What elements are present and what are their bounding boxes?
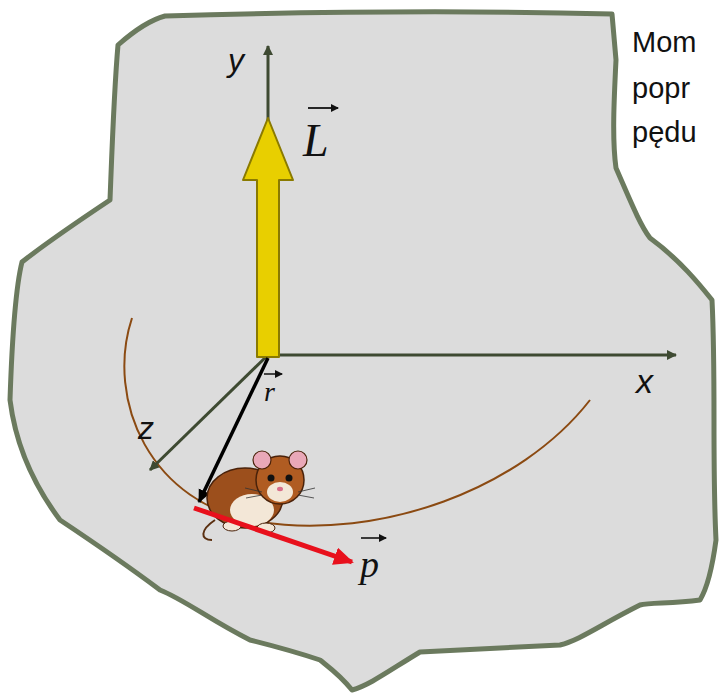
momentum-vector — [194, 508, 352, 562]
hamster-figure — [203, 451, 315, 540]
axis-label: y — [228, 44, 244, 76]
axis-label: x — [636, 364, 653, 398]
vector-overarrow — [264, 373, 282, 375]
x-axis — [268, 354, 676, 357]
vector-label: L — [303, 118, 329, 164]
surface-blob — [10, 12, 716, 690]
intro-text: popr — [632, 74, 690, 103]
vector-label: p — [360, 545, 379, 583]
intro-text: Mom — [632, 28, 696, 57]
axis-label: z — [138, 412, 154, 444]
angular-momentum-arrow — [243, 118, 293, 357]
vector-label: r — [264, 378, 275, 406]
vector-overarrow — [308, 107, 338, 109]
z-axis — [150, 355, 268, 470]
vector-overarrow — [361, 537, 386, 539]
intro-text: pędu — [632, 118, 697, 147]
trajectory-arc — [124, 318, 590, 526]
